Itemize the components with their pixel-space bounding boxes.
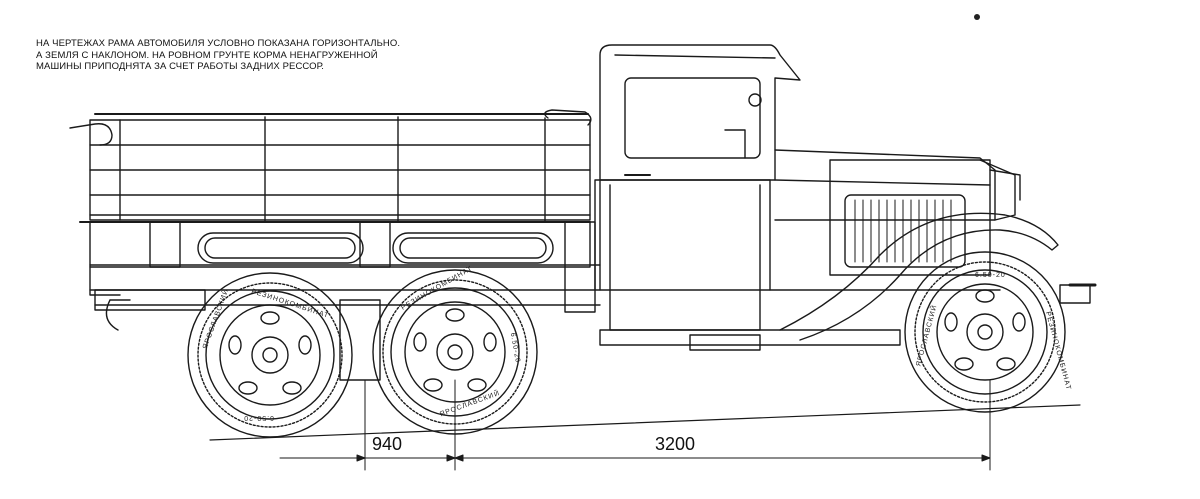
note-line-1: НА ЧЕРТЕЖАХ РАМА АВТОМОБИЛЯ УСЛОВНО ПОКА… [36, 38, 401, 49]
cab [594, 44, 801, 331]
dimension-940: 940 [372, 434, 402, 454]
dimension-lines [279, 379, 991, 471]
tire-size-label-rear-1: 6.50-20 [243, 414, 274, 421]
ink-dot [974, 14, 980, 20]
chassis-frame [89, 289, 1001, 381]
cargo-body [69, 109, 592, 223]
body-underframe [89, 221, 601, 313]
rear-wheel-1 [187, 272, 353, 438]
front-wheel [904, 251, 1066, 413]
hood-louvres [854, 199, 952, 263]
tire-size-label-front: 6.50-20 [975, 272, 1006, 279]
note-line-3: МАШИНЫ ПРИПОДНЯТА ЗА СЧЕТ РАБОТЫ ЗАДНИХ … [36, 61, 325, 72]
tire-size-label-rear-2: 6.50-20 [509, 332, 521, 363]
note-line-2: А ЗЕМЛЯ С НАКЛОНОМ. НА РОВНОМ ГРУНТЕ КОР… [36, 49, 378, 61]
front-fender [779, 212, 1097, 341]
ground-line [209, 404, 1081, 441]
dimension-3200: 3200 [655, 434, 695, 454]
spare-tyres [197, 232, 554, 264]
drawing-note: НА ЧЕРТЕЖАХ РАМА АВТОМОБИЛЯ УСЛОВНО ПОКА… [36, 38, 416, 73]
tire-brand-label-front: РЕЗИНОКОМБИНАТ [1044, 311, 1072, 391]
hood [774, 149, 1021, 276]
